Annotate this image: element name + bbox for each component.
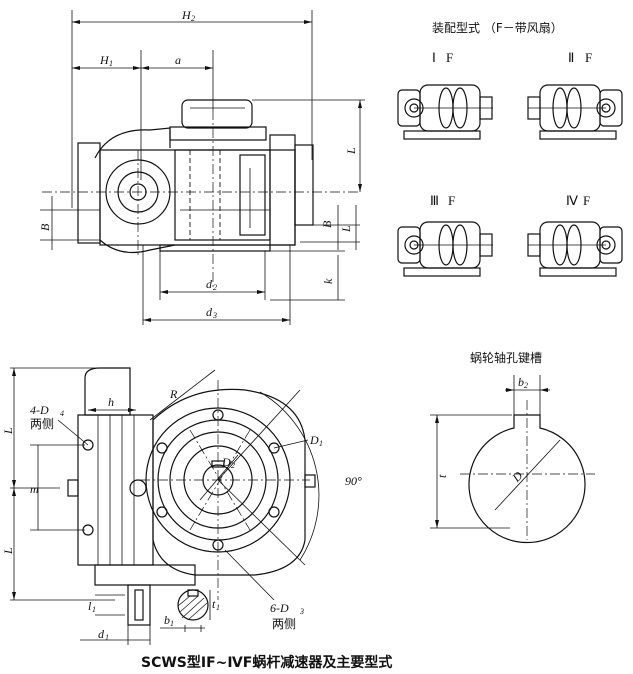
dim-t1-label: t [212,597,216,611]
dim-h-label: h [108,395,114,409]
variant-3-sketch [397,221,493,277]
svg-text:1: 1 [319,439,323,448]
dim-k-label: k [321,278,335,284]
dim-r-label: R [169,387,178,401]
dim-d2-label: d [206,277,213,291]
motor-top [84,367,131,416]
svg-text:1: 1 [92,605,96,614]
dim-l2-label: L [339,225,353,233]
holes-4-label: 4-D [30,403,49,417]
variant-4-roman: Ⅳ [566,193,578,208]
dim-b1-label: B [38,223,52,231]
svg-text:2: 2 [213,283,217,292]
dim-m-label: m [30,482,39,496]
worm-housing [77,414,154,566]
keyway-detail: 蜗轮轴孔键槽 b 2 D t [430,350,595,544]
svg-text:F: F [446,50,453,65]
dim-l3-label: L [1,427,15,435]
keyway-b2-label: b [518,375,524,389]
dim-b1-shaft-label: b [164,613,170,627]
keyway-title: 蜗轮轴孔键槽 [470,350,542,365]
variant-1-sketch [397,84,493,140]
dim-d1-shaft-label: d [98,627,105,641]
dim-a-label: a [175,53,181,67]
svg-text:2: 2 [231,461,235,470]
svg-text:F: F [583,193,590,208]
keyway-d2-label: D [509,468,526,485]
dim-d2-front-label: D [221,455,231,469]
holes-4-note: 两侧 [30,417,54,431]
angle-label: 90° [345,474,362,488]
dim-l1-shaft-label: l [88,599,92,613]
keyway-bore [468,414,586,544]
svg-text:3: 3 [299,607,304,616]
keyway-t2-label: t [435,474,449,478]
svg-text:1: 1 [105,633,109,642]
dim-l1-label: L [1,547,15,555]
dim-h2-label: H [181,8,192,22]
figure-caption: SCWS型ⅠF~ⅣF蜗杆减速器及主要型式 [141,654,392,671]
svg-text:1: 1 [170,619,174,628]
dim-l4-label: L [344,147,358,155]
svg-text:3: 3 [212,311,217,320]
flange-left [77,142,101,244]
front-view: L L m h 4-D 4 两侧 R [1,367,362,645]
wheel-housing [152,388,306,576]
variant-1-roman: Ⅰ [432,50,436,65]
dim-b2-label: B [320,220,334,228]
dim-h1-label: H [99,53,110,67]
variant-4-sketch [527,221,623,277]
motor-cap [181,99,253,129]
svg-text:4: 4 [60,409,64,418]
dim-d1-label: D [309,433,319,447]
variant-2-sketch [527,84,623,140]
assembly-types: 装配型式 （F－带风扇） Ⅰ F Ⅱ F [397,20,623,277]
svg-text:1: 1 [216,603,220,612]
svg-text:2: 2 [524,381,528,390]
input-shaft [127,584,151,626]
variant-2-roman: Ⅱ [568,50,574,65]
top-view: H 2 H 1 a [38,8,365,325]
assembly-title: 装配型式 （F－带风扇） [432,20,563,35]
svg-text:2: 2 [191,14,195,23]
dim-d3-label: d [206,305,213,319]
svg-text:1: 1 [109,59,113,68]
holes-6-label: 6-D [270,601,289,615]
variant-3-roman: Ⅲ [430,193,439,208]
svg-text:F: F [585,50,592,65]
holes-6-note: 两侧 [272,617,296,631]
svg-text:F: F [448,193,455,208]
